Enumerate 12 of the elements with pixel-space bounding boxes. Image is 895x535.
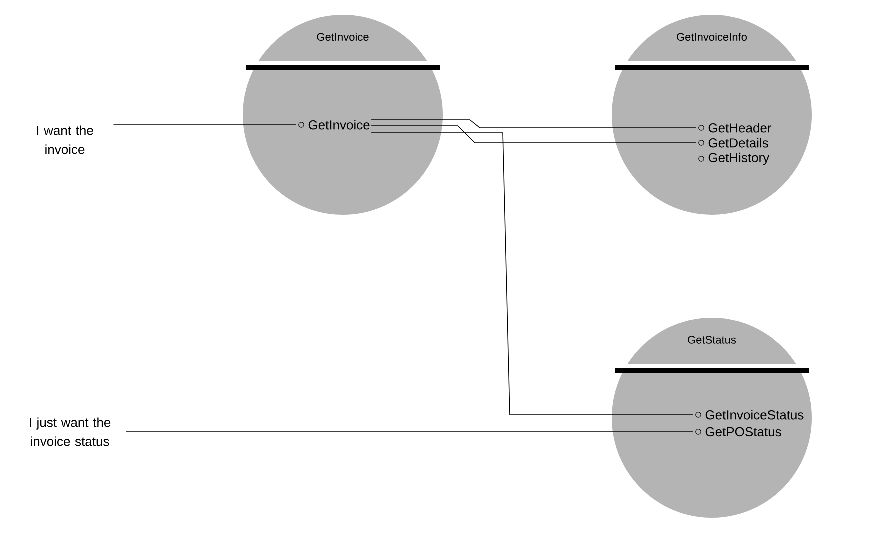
operation-label: GetDetails	[696, 137, 770, 149]
connector-line	[371, 126, 696, 144]
request-text: I want the invoice	[37, 126, 94, 154]
operation-label: GetHistory	[696, 152, 771, 166]
connector-line	[371, 120, 696, 128]
operation-label: GetInvoice	[296, 119, 372, 131]
operation-label: GetPOStatus	[693, 426, 783, 438]
connector-line	[113, 124, 296, 126]
operation-label: GetHeader	[696, 122, 773, 134]
request-text: I just want the invoice status	[30, 418, 111, 446]
operation-label: GetInvoiceStatus	[693, 409, 806, 421]
connector-line	[371, 132, 694, 416]
